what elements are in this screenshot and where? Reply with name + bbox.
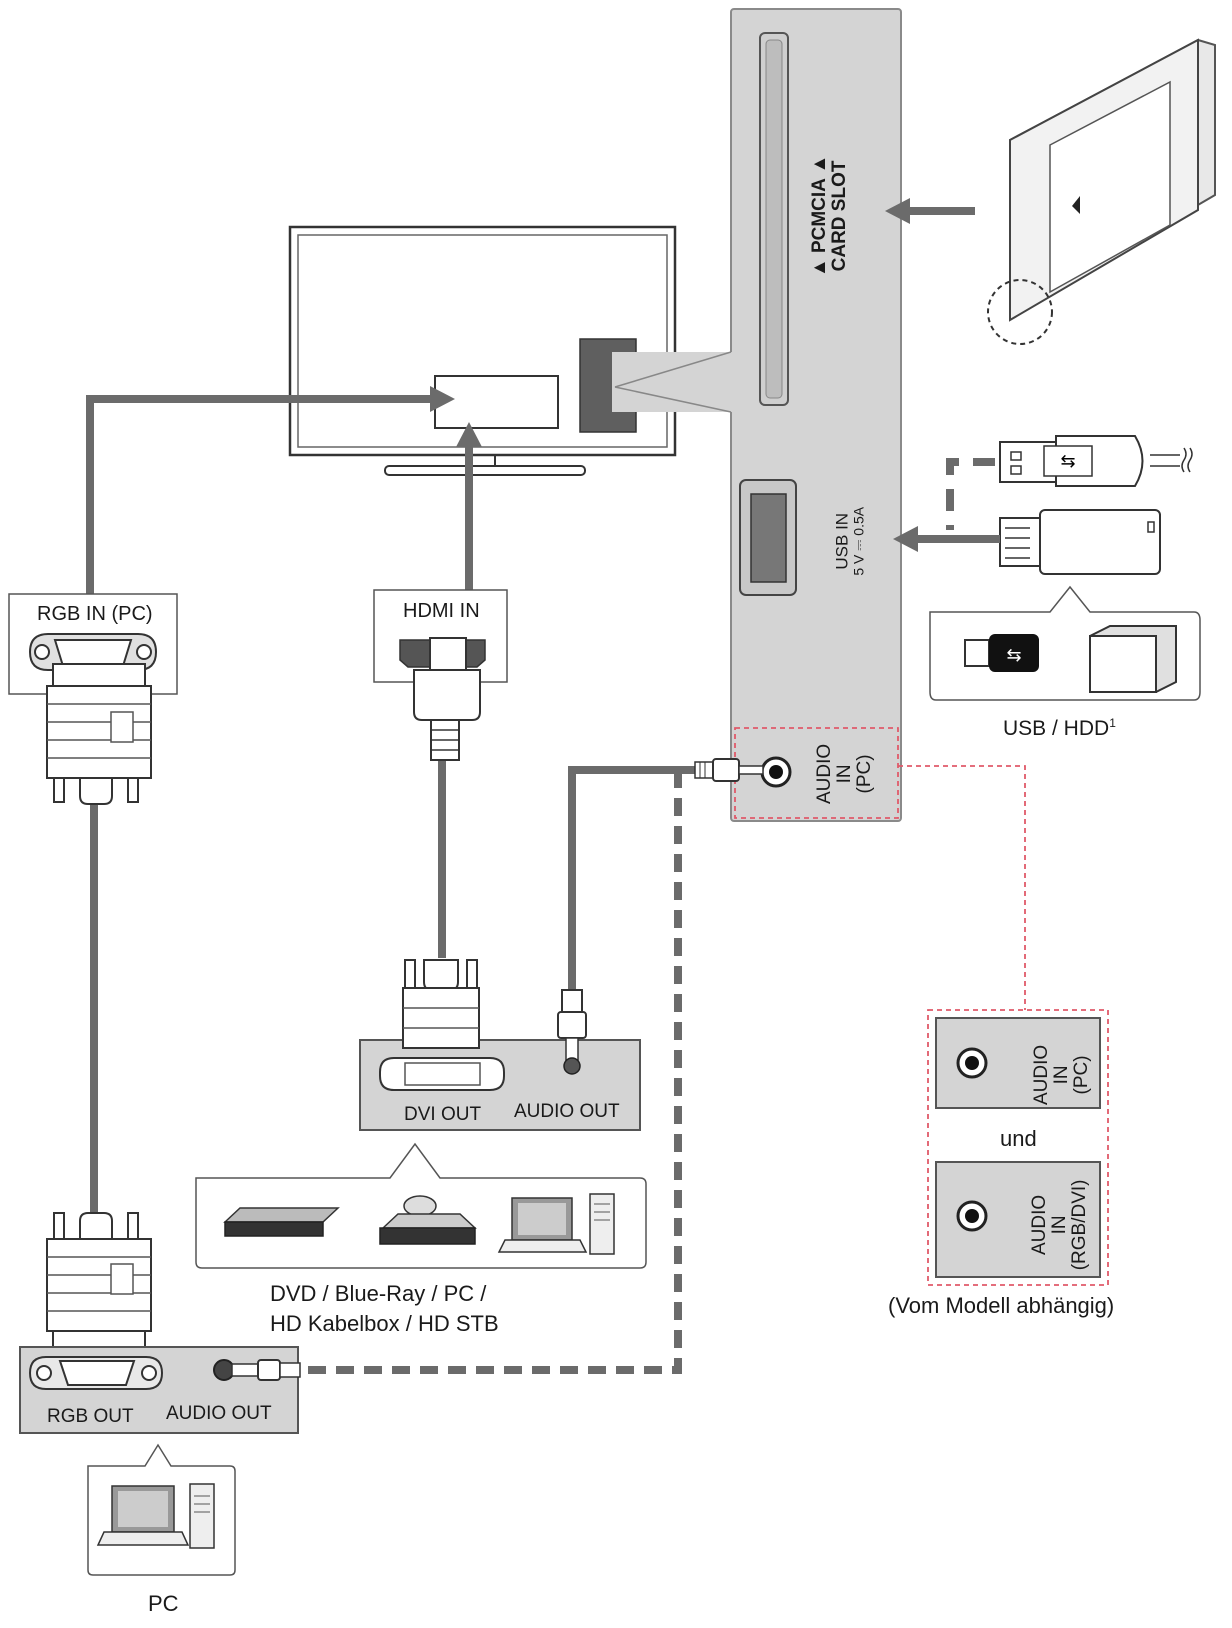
- usb-plug-icon: ⇆: [999, 435, 1193, 487]
- audio-in-rgbdvi-line3: (RGB/DVI): [1068, 1179, 1090, 1271]
- audio-plug-dvi-icon: [557, 989, 587, 1075]
- usb-hdd-text: USB / HDD: [1003, 717, 1110, 740]
- model-note-label: (Vom Modell abhängig): [888, 1293, 1115, 1318]
- audio-out-dvi-label: AUDIO OUT: [514, 1101, 620, 1122]
- vga-connector-bottom-icon: [46, 1212, 152, 1354]
- usb-stick-icon: [999, 509, 1161, 575]
- laptop-icon: [497, 1197, 588, 1253]
- audio-in-pc-tv-line3: (PC): [853, 754, 875, 794]
- usb-hdd-footnote: 1: [1109, 716, 1116, 730]
- audio-jack-icon: [694, 758, 764, 782]
- audio-in-pc-alt-box: [935, 1017, 1101, 1109]
- pc-label: PC: [148, 1591, 179, 1616]
- audio-in-rgbdvi-jack: [956, 1200, 988, 1232]
- devices-callout: [195, 1142, 647, 1269]
- rgb-in-label: RGB IN (PC): [37, 603, 153, 625]
- usb-in-label: USB IN 5 V ⎓ 0.5A: [832, 481, 867, 601]
- audio-in-pc-alt-jack: [956, 1047, 988, 1079]
- audio-in-pc-tv-label: AUDIO IN (PC): [814, 729, 875, 819]
- audio-in-pc-alt-line2: IN: [1051, 1065, 1073, 1085]
- audio-out-pc-label: AUDIO OUT: [166, 1403, 272, 1424]
- devices-caption-line2: HD Kabelbox / HD STB: [270, 1311, 499, 1336]
- bluray-player-icon: [379, 1195, 477, 1245]
- usb-hdd-label: USB / HDD1: [1003, 717, 1116, 739]
- audio-in-pc-jack: [760, 756, 792, 788]
- dvi-connector-icon: [402, 959, 480, 1049]
- usb-hdd-callout: ⇆: [929, 585, 1201, 701]
- side-panel: [612, 8, 902, 822]
- audio-in-pc-tv-line1: AUDIO: [814, 743, 836, 804]
- audio-in-rgbdvi-line2: IN: [1049, 1215, 1071, 1235]
- usb-in-label-line1: USB IN: [832, 512, 852, 570]
- hdd-icon: [1089, 625, 1177, 693]
- audio-in-pc-alt-line1: AUDIO: [1031, 1044, 1053, 1105]
- alternative-ports-highlight: [927, 1009, 1109, 1286]
- rgb-in-port-box: [8, 593, 178, 695]
- laptop-pc-icon: [96, 1485, 190, 1546]
- pcmcia-label-line1: ▲ PCMCIA ▲: [809, 154, 831, 278]
- dvd-player-icon: [223, 1207, 340, 1237]
- audio-in-rgbdvi-label: AUDIO IN (RGB/DVI): [1029, 1160, 1090, 1290]
- dvi-out-label: DVI OUT: [404, 1104, 482, 1125]
- audio-in-rgbdvi-line1: AUDIO: [1029, 1194, 1051, 1255]
- dvi-audio-out-panel: [359, 1039, 641, 1131]
- audio-in-pc-alt-label: AUDIO IN (PC): [1031, 1025, 1092, 1125]
- hdmi-connector-icon: [413, 637, 481, 761]
- pcmcia-card-icon: [987, 38, 1216, 345]
- audio-in-rgbdvi-box: [935, 1161, 1101, 1278]
- tv-icon: [288, 225, 677, 476]
- svg-text:⇆: ⇆: [1060, 451, 1075, 472]
- hdmi-in-label: HDMI IN: [403, 600, 480, 622]
- pcmcia-label-line2: CARD SLOT: [829, 160, 850, 272]
- pc-tower-icon: [589, 1193, 615, 1255]
- pcmcia-slot-label: ▲ PCMCIA ▲ CARD SLOT: [809, 116, 850, 316]
- audio-in-pc-tv-line2: IN: [834, 764, 856, 784]
- svg-text:⇆: ⇆: [1006, 645, 1021, 666]
- vga-connector-icon: [46, 663, 152, 805]
- devices-caption-line1: DVD / Blue-Ray / PC /: [270, 1281, 487, 1306]
- rgb-out-label: RGB OUT: [47, 1406, 134, 1427]
- pc-callout: [87, 1443, 236, 1576]
- pc-output-panel: [19, 1346, 301, 1434]
- pc-tower-small-icon: [189, 1483, 215, 1549]
- und-label: und: [1000, 1126, 1037, 1151]
- audio-in-pc-alt-line3: (PC): [1070, 1055, 1092, 1095]
- usb-stick-small-icon: ⇆: [964, 634, 1039, 672]
- usb-in-label-line2: 5 V ⎓ 0.5A: [850, 506, 867, 576]
